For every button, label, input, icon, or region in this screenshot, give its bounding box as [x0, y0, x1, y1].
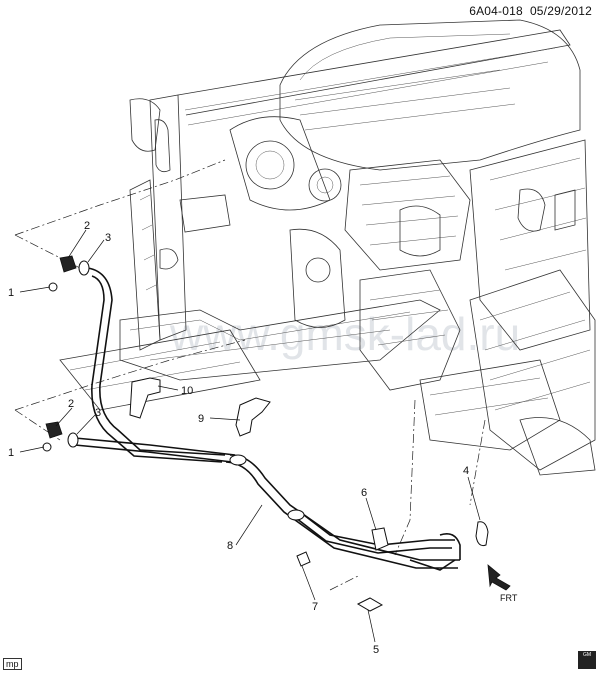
- callout-1-upper: 1: [8, 287, 14, 299]
- part-10-bracket: [129, 377, 161, 419]
- front-label: FRT: [500, 593, 518, 603]
- front-arrow-icon: [487, 564, 511, 591]
- callout-4: 4: [463, 465, 469, 477]
- part-5-bolt: [356, 597, 384, 612]
- callout-9: 9: [198, 413, 204, 425]
- part-2-lower: [45, 421, 63, 439]
- corner-label: mp: [3, 658, 22, 670]
- small-parts: [42, 255, 511, 612]
- part-1-upper: [48, 282, 58, 292]
- diagram-header: 6A04-018 05/29/2012: [469, 4, 592, 18]
- callout-labels: 1 2 3 2 3 1 10 9 8 6 7 4 5 FRT: [8, 220, 518, 656]
- part-6-clip: [371, 527, 389, 551]
- callout-8: 8: [227, 540, 233, 552]
- callout-2-upper: 2: [84, 220, 90, 232]
- callout-3-lower: 3: [95, 407, 101, 419]
- callout-5: 5: [373, 644, 379, 656]
- part-7-bolt: [296, 551, 311, 567]
- part-4-seal: [475, 521, 489, 547]
- part-3-upper: [78, 260, 90, 276]
- part-9-bracket: [235, 397, 271, 437]
- part-2-upper: [59, 255, 77, 273]
- diagram-code: 6A04-018: [469, 4, 523, 18]
- gm-logo-badge: GM: [578, 651, 596, 669]
- engine-assembly: [129, 19, 596, 476]
- diagram-date: 05/29/2012: [529, 4, 592, 18]
- cooler-lines: [74, 267, 461, 571]
- callout-2-lower: 2: [68, 398, 74, 410]
- part-1-lower: [42, 442, 52, 452]
- callout-6: 6: [361, 487, 367, 499]
- callout-1-lower: 1: [8, 447, 14, 459]
- callout-10: 10: [181, 385, 193, 397]
- callout-3-upper: 3: [105, 232, 111, 244]
- callout-7: 7: [312, 601, 318, 613]
- part-3-lower: [67, 432, 79, 448]
- reference-lines: [14, 159, 486, 591]
- leader-lines: [19, 229, 481, 643]
